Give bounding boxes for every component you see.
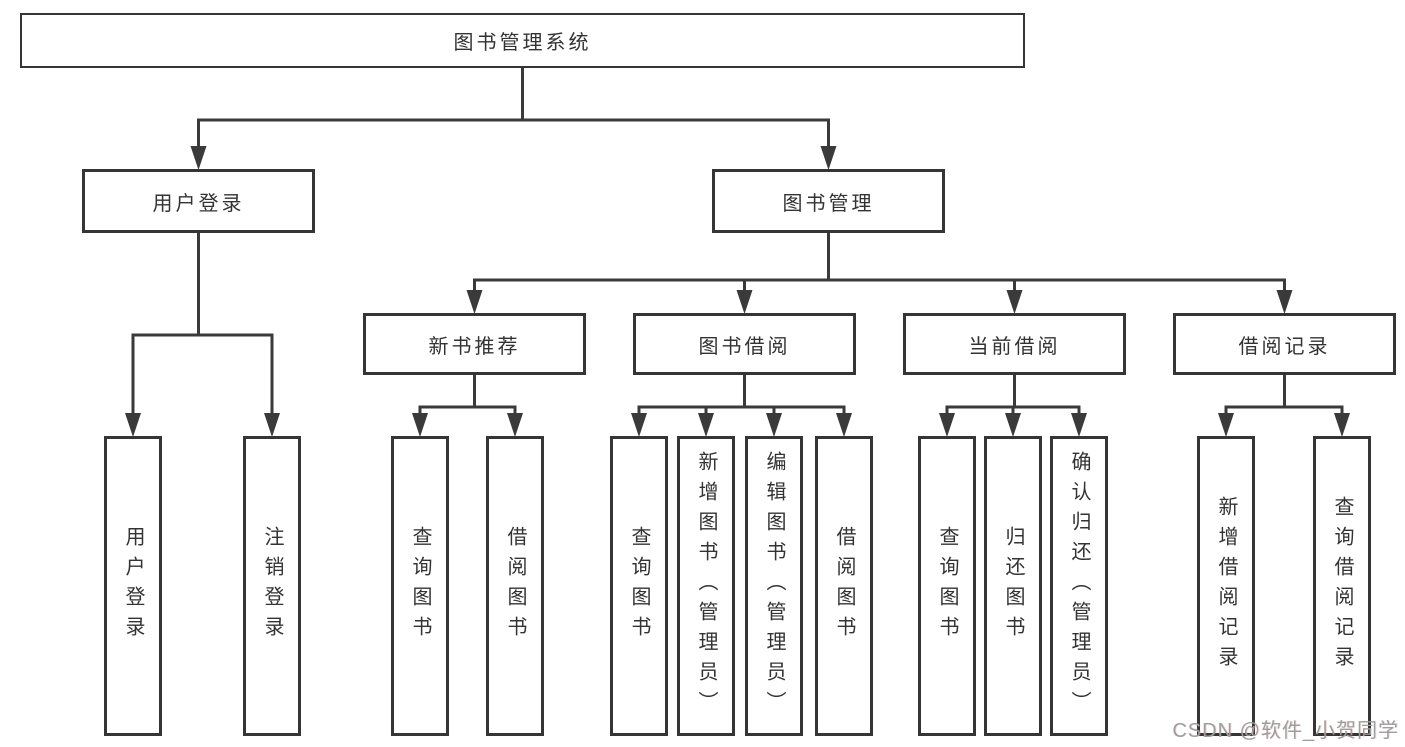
node-new-book-recommend: 新书推荐 [363, 313, 586, 375]
leaf-label: 新增图书（管理员） [695, 451, 717, 721]
node-book-borrow: 图书借阅 [633, 313, 856, 375]
leaf-borrow-book: 借阅图书 [815, 436, 873, 736]
leaf-label: 借阅图书 [504, 526, 526, 646]
leaf-edit-book-admin: 编辑图书（管理员） [745, 436, 803, 736]
leaf-label: 查询图书 [936, 526, 958, 646]
leaf-label: 借阅图书 [833, 526, 855, 646]
node-label: 图书管理系统 [453, 32, 592, 54]
node-label: 新书推荐 [428, 335, 521, 358]
leaf-borrow-book-recommend: 借阅图书 [486, 436, 544, 736]
leaf-add-book-admin: 新增图书（管理员） [677, 436, 735, 736]
leaf-confirm-return-admin: 确认归还（管理员） [1050, 436, 1108, 736]
leaf-user-login: 用户登录 [104, 436, 162, 736]
node-user-login: 用户登录 [82, 169, 315, 233]
node-library-management-system: 图书管理系统 [20, 13, 1025, 68]
node-borrow-record: 借阅记录 [1173, 313, 1396, 375]
leaf-label: 归还图书 [1002, 526, 1024, 646]
leaf-label: 查询借阅记录 [1331, 496, 1353, 676]
leaf-label: 确认归还（管理员） [1068, 451, 1090, 721]
leaf-query-book-current: 查询图书 [918, 436, 976, 736]
node-label: 图书借阅 [698, 335, 791, 358]
leaf-label: 查询图书 [628, 526, 650, 646]
node-book-management: 图书管理 [712, 169, 945, 233]
node-current-borrow: 当前借阅 [903, 313, 1126, 375]
node-label: 用户登录 [152, 192, 245, 215]
leaf-label: 新增借阅记录 [1215, 496, 1237, 676]
node-label: 图书管理 [782, 192, 875, 215]
leaf-logout-login: 注销登录 [243, 436, 301, 736]
leaf-return-book: 归还图书 [984, 436, 1042, 736]
leaf-query-borrow-record: 查询借阅记录 [1313, 436, 1371, 736]
node-label: 当前借阅 [968, 335, 1061, 358]
leaf-add-borrow-record: 新增借阅记录 [1197, 436, 1255, 736]
leaf-label: 用户登录 [122, 526, 144, 646]
csdn-watermark: CSDN @软件_小贺同学 [1172, 720, 1399, 742]
leaf-label: 注销登录 [261, 526, 283, 646]
leaf-label: 查询图书 [409, 526, 431, 646]
leaf-label: 编辑图书（管理员） [763, 451, 785, 721]
leaf-query-book-recommend: 查询图书 [391, 436, 449, 736]
leaf-query-book-borrow: 查询图书 [610, 436, 668, 736]
node-label: 借阅记录 [1238, 335, 1331, 358]
